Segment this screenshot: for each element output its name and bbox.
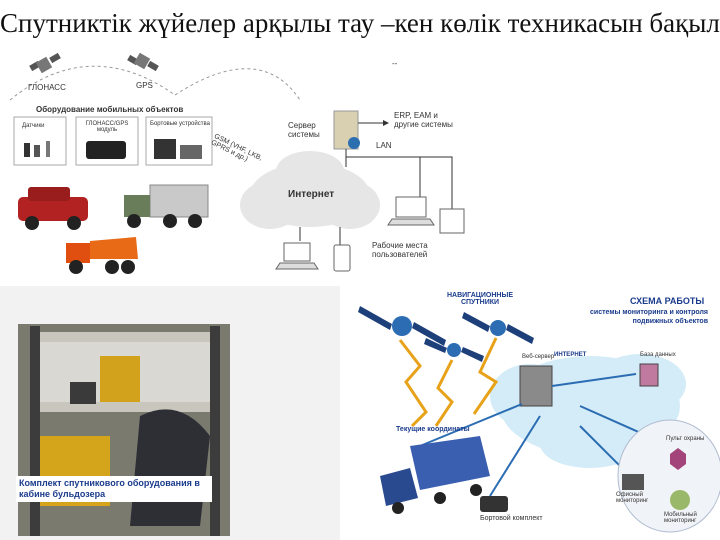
driver-seat-icon bbox=[130, 409, 210, 526]
database-label: База данных bbox=[640, 352, 676, 358]
monitoring-scheme-panel: НАВИГАЦИОННЫЕ СПУТНИКИ СХЕМА РАБОТЫ сист… bbox=[340, 286, 720, 540]
gps-satellite-icon bbox=[127, 52, 159, 72]
scheme-subtitle: системы мониторинга и контроля подвижных… bbox=[590, 309, 708, 325]
slide-title: Спутниктік жүйелер арқылы тау –кен көлік… bbox=[0, 8, 720, 38]
satellite-icon bbox=[358, 306, 446, 346]
network-diagram-graphics bbox=[9, 52, 465, 274]
gps-label: GPS bbox=[136, 81, 153, 90]
cab-photo-panel: Комплект спутникового оборудования в каб… bbox=[0, 286, 340, 540]
coords-label: Текущие координаты bbox=[396, 426, 470, 433]
onboard-kit-label: Бортовой комплект bbox=[480, 515, 543, 522]
equipment-header: Оборудование мобильных объектов bbox=[36, 105, 184, 114]
suv-icon bbox=[18, 187, 88, 230]
glonass-module-icon bbox=[86, 141, 126, 159]
nav-sats-label: НАВИГАЦИОННЫЕ СПУТНИКИ bbox=[446, 292, 513, 306]
onboard-label: Бортовые устройства bbox=[150, 121, 210, 127]
satellite-icon bbox=[424, 338, 484, 362]
desktop-icon bbox=[439, 208, 465, 234]
database-icon bbox=[639, 363, 659, 387]
monitoring-scheme-graphics bbox=[358, 306, 720, 533]
module-label: ГЛОНАСС/GPS модуль bbox=[85, 121, 129, 133]
laptop-icon bbox=[387, 196, 435, 226]
internet-label: ИНТЕРНЕТ bbox=[554, 352, 587, 358]
glonass-satellite-icon bbox=[29, 52, 61, 74]
glonass-label: ГЛОНАСС bbox=[28, 83, 66, 92]
erp-label: ERP, EAM и другие системы bbox=[394, 111, 453, 129]
satellite-icon bbox=[462, 312, 534, 344]
dump-truck-icon bbox=[66, 237, 138, 274]
guard-label: Пульт охраны bbox=[666, 436, 705, 442]
lan-label: LAN bbox=[376, 141, 392, 150]
scheme-title: СХЕМА РАБОТЫ bbox=[630, 296, 705, 306]
server-label: Сервер системы bbox=[288, 121, 320, 139]
onboard-terminal-icon bbox=[154, 139, 176, 159]
mobile-monitoring-label: Мобильный мониторинг bbox=[664, 512, 697, 524]
workstations-label: Рабочие места пользователей bbox=[372, 241, 428, 259]
laptop-icon bbox=[275, 242, 319, 270]
network-diagram-panel: ГЛОНАСС GPS Оборудование мобильных объек… bbox=[0, 45, 472, 283]
office-monitoring-label: Офисный мониторинг bbox=[616, 492, 649, 504]
cab-photo-caption: Комплект спутникового оборудования в каб… bbox=[16, 476, 212, 502]
web-server-icon bbox=[519, 365, 553, 407]
office-monitor-icon bbox=[622, 474, 644, 490]
internet-label: Интернет bbox=[288, 189, 335, 200]
pda-icon bbox=[333, 244, 351, 272]
web-server-label: Веб-сервер bbox=[522, 354, 555, 360]
mobile-monitoring-icon bbox=[670, 490, 690, 510]
sensors-label: Датчики bbox=[22, 123, 45, 129]
truck-icon bbox=[380, 436, 490, 514]
truck-icon bbox=[124, 184, 209, 228]
internet-cloud bbox=[240, 151, 380, 229]
satellite-equipment-icon bbox=[100, 356, 140, 402]
dash-mark: -- bbox=[392, 59, 398, 68]
guard-shield-icon bbox=[670, 448, 686, 470]
onboard-kit-icon bbox=[480, 496, 508, 512]
